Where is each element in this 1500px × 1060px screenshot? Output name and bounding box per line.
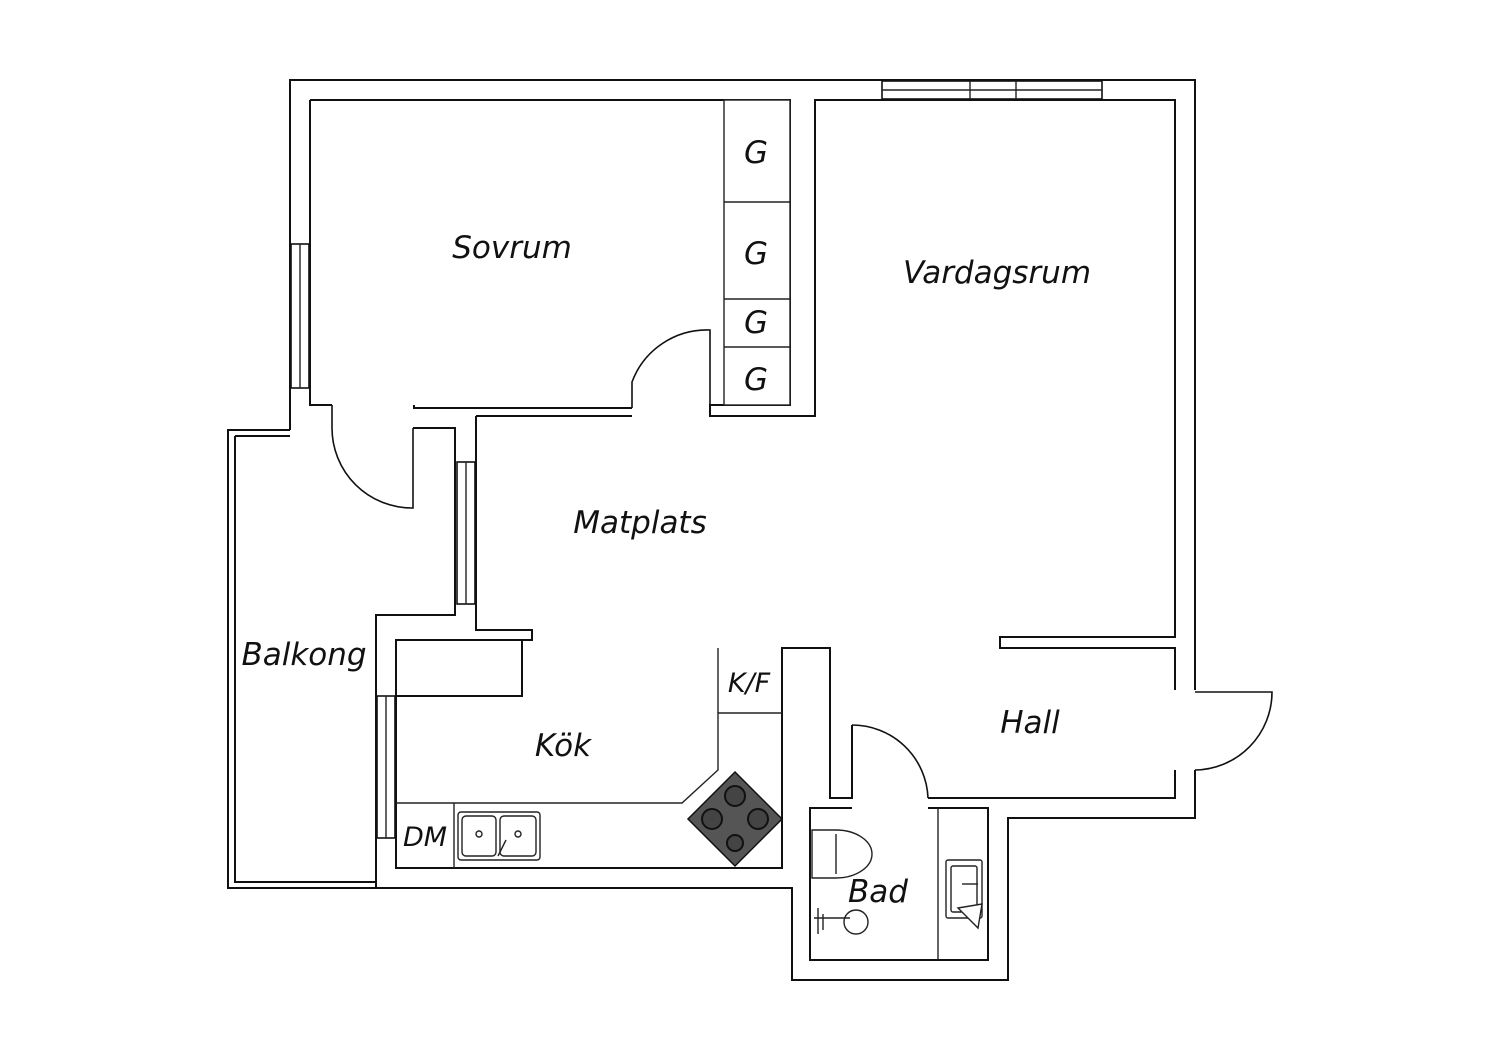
balcony-inner [234, 435, 376, 883]
wardrobe-label: G [744, 362, 768, 398]
entrance-wall [928, 770, 1176, 799]
wardrobe-label: G [744, 135, 768, 171]
windows [290, 80, 1103, 839]
inner-wall-face [309, 100, 632, 409]
matplats-wall [395, 415, 853, 869]
sink-icon [457, 811, 541, 861]
room-label-bad: Bad [848, 874, 908, 910]
door-swing-icon [631, 329, 711, 408]
walls [227, 79, 1196, 981]
washbasin-icon [945, 859, 983, 930]
outer-wall [289, 79, 1196, 981]
fridge-label: K/F [728, 668, 771, 699]
toilet-icon [811, 829, 873, 879]
room-label-sovrum: Sovrum [452, 230, 572, 266]
kitchen: K/F DM [396, 648, 784, 868]
bathroom-wall [809, 807, 989, 961]
door-swing-icon [331, 405, 414, 509]
door-swing-icon [851, 724, 929, 799]
door-swing-icon [1194, 691, 1273, 771]
shower-icon [814, 908, 869, 935]
dishwasher-label: DM [403, 822, 447, 853]
room-label-vardagsrum: Vardagsrum [903, 255, 1091, 291]
wardrobe-unit: G G G G [723, 99, 791, 406]
stove-icon [686, 770, 784, 868]
room-label-hall: Hall [1000, 705, 1060, 741]
kitchen-counter [396, 712, 782, 804]
room-label-matplats: Matplats [573, 505, 707, 541]
room-label-kok: Kök [535, 728, 592, 764]
kitchen-counter-wall [396, 640, 523, 697]
doors [331, 329, 1273, 799]
wardrobe-label: G [744, 305, 768, 341]
balcony-outer [227, 429, 376, 889]
wardrobe-label: G [744, 236, 768, 272]
room-labels: Sovrum Vardagsrum Matplats Balkong Kök H… [241, 230, 1091, 910]
room-label-balkong: Balkong [241, 637, 366, 673]
bathroom-fixtures [811, 829, 983, 935]
